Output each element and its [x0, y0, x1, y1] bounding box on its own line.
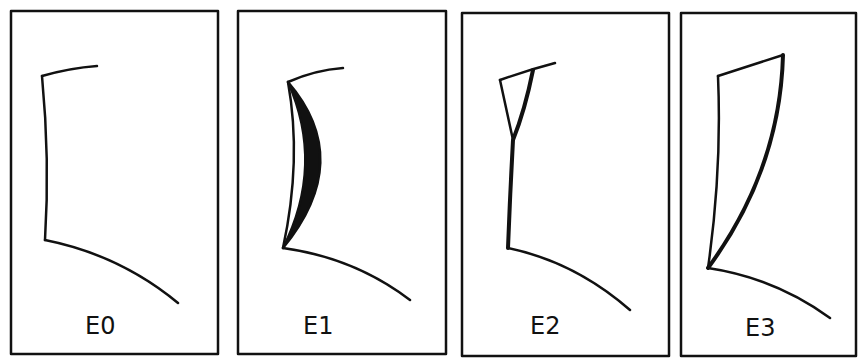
panel-frame — [238, 11, 446, 354]
lesion-shape — [508, 70, 533, 248]
base-line — [45, 240, 178, 303]
stage-label: E0 — [83, 314, 117, 338]
base-line — [708, 268, 830, 318]
surface-line — [500, 80, 513, 140]
panel-frame — [11, 11, 218, 354]
stage-label: E2 — [528, 314, 562, 338]
lesion-shape — [708, 55, 783, 268]
surface-line — [42, 76, 47, 240]
surface-line — [283, 82, 294, 248]
edge-line — [500, 63, 555, 80]
edge-line — [718, 55, 783, 76]
stage-label: E3 — [743, 316, 777, 340]
lesion-shape — [283, 82, 320, 248]
base-line — [283, 248, 410, 300]
surface-line — [708, 76, 719, 268]
base-line — [508, 248, 630, 310]
edge-line — [288, 68, 343, 82]
edge-line — [42, 66, 97, 76]
panel-frame — [681, 13, 856, 356]
panel-frame — [462, 13, 669, 356]
stage-label: E1 — [301, 314, 335, 338]
